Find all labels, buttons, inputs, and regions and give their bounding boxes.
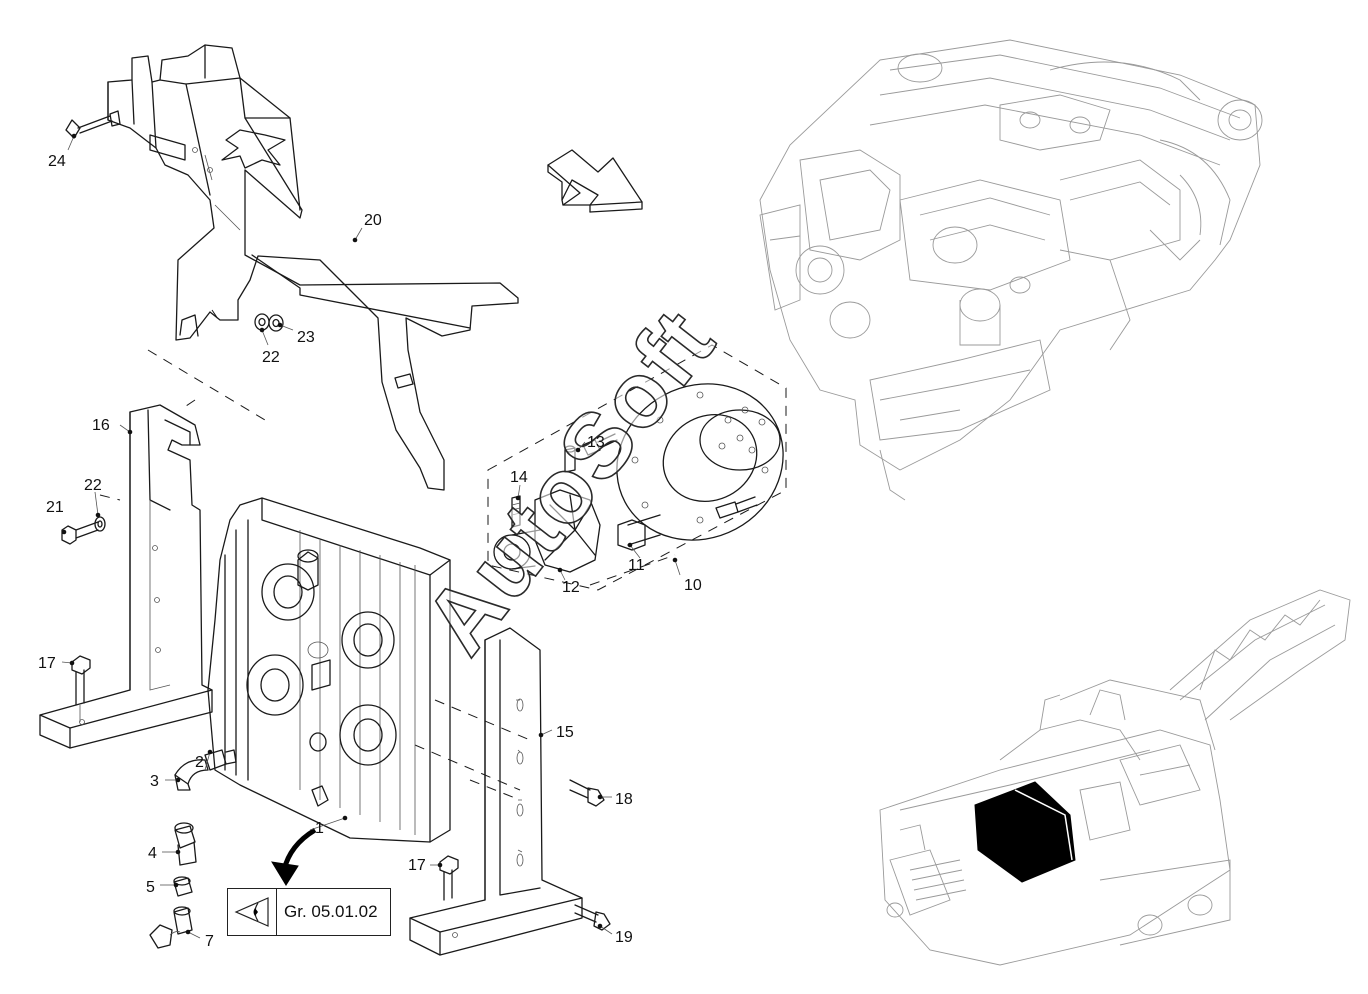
callout-2: 2	[195, 754, 204, 771]
reference-box[interactable]: Gr. 05.01.02	[227, 888, 391, 936]
part-12-elastic-element	[534, 489, 601, 573]
part-18-bolt	[569, 779, 605, 807]
part-4-adapter	[174, 822, 197, 866]
part-3-elbow	[174, 759, 209, 791]
callout-7: 7	[205, 933, 214, 950]
autosoft-watermark: AutoSoft	[405, 290, 736, 673]
callout-11: 11	[628, 557, 645, 574]
machine-context-illustration	[879, 589, 1351, 966]
callout-17-left: 17	[38, 655, 56, 672]
part-17-bolt-left	[71, 655, 91, 722]
callout-10: 10	[684, 577, 702, 594]
part-21-bolt-left	[61, 516, 106, 545]
part-13-screw	[582, 433, 618, 456]
curved-arrow-icon	[271, 827, 317, 886]
callout-22-left: 22	[84, 477, 102, 494]
callout-15: 15	[556, 724, 574, 741]
callout-19: 19	[615, 929, 633, 946]
svg-text:AutoSoft: AutoSoft	[405, 291, 734, 672]
engine-context-illustration	[759, 39, 1263, 501]
callout-1: 1	[315, 820, 324, 837]
part-15-stand-right	[409, 627, 583, 956]
callout-4: 4	[148, 845, 157, 862]
reference-group-text: Gr. 05.01.02	[284, 902, 378, 921]
callout-5: 5	[146, 879, 155, 896]
callout-12: 12	[562, 579, 580, 596]
part-2-fitting	[204, 749, 237, 771]
part-20-bracket	[107, 44, 519, 491]
callout-13: 13	[587, 434, 605, 451]
part-7-cap	[149, 906, 193, 949]
callout-labels: 1 2 3 4 5 7 10 11 12 13 14 15 16 17 17 1…	[38, 153, 702, 950]
callout-17-right: 17	[408, 857, 426, 874]
callout-24: 24	[48, 153, 66, 170]
part-19-bolt	[574, 904, 611, 931]
part-10-coupling-group	[487, 344, 787, 591]
part-17-bolt-right	[439, 855, 459, 901]
callout-3: 3	[150, 773, 159, 790]
callout-18: 18	[615, 791, 633, 808]
part-22-23-washer-nut	[254, 313, 284, 332]
part-16-stand-left	[39, 404, 213, 749]
part-10-flange-plate	[616, 383, 784, 541]
part-13-screw-upright	[564, 445, 576, 473]
alignment-lines	[99, 309, 531, 801]
part-1-gearbox	[207, 497, 451, 843]
highlighted-gearbox-location	[974, 781, 1076, 883]
part-5-nipple	[173, 876, 193, 897]
callout-23: 23	[297, 329, 315, 346]
view-eye-icon	[234, 897, 269, 927]
callout-22-top: 22	[262, 349, 280, 366]
direction-arrow-icon	[547, 149, 643, 213]
callout-21: 21	[46, 499, 64, 516]
part-11-hub	[493, 514, 661, 570]
callout-20: 20	[364, 212, 382, 229]
reference-box-divider	[276, 889, 277, 935]
callout-14: 14	[510, 469, 528, 486]
leader-lines	[61, 133, 681, 939]
callout-16: 16	[92, 417, 110, 434]
